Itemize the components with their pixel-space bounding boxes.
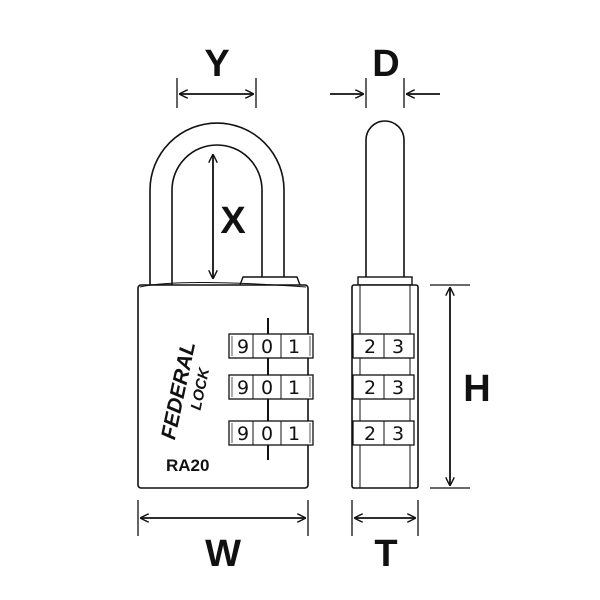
dimension-label-y: Y — [204, 43, 229, 85]
dial-digit: 0 — [261, 377, 273, 399]
dimension-label-x: X — [220, 200, 246, 242]
dimension-label-t: T — [374, 533, 397, 575]
front-dial-row: 9 0 1 — [228, 374, 314, 400]
dial-digit: 9 — [237, 377, 249, 399]
dimension-label-h: H — [463, 368, 490, 410]
dial-digit: 0 — [261, 336, 273, 358]
dial-digit: 3 — [392, 423, 404, 445]
dimension-t: T — [351, 500, 419, 575]
dial-digit: 3 — [392, 377, 404, 399]
dial-digit: 1 — [288, 377, 300, 399]
dimension-label-w: W — [205, 533, 241, 575]
dimension-d: D — [330, 43, 440, 108]
dial-digit: 2 — [364, 377, 376, 399]
dimension-y: Y — [176, 43, 257, 108]
model-label: RA20 — [166, 456, 209, 475]
front-view: 9 0 1 9 0 1 9 0 1 FEDERAL LOCK — [137, 122, 314, 489]
front-shackle-collar — [239, 276, 301, 286]
side-shackle-collar — [357, 276, 413, 286]
front-shackle — [149, 122, 285, 286]
dial-digit: 9 — [237, 423, 249, 445]
dial-digit: 2 — [364, 423, 376, 445]
front-dial-row: 9 0 1 — [228, 420, 314, 446]
dimension-h: H — [430, 284, 491, 489]
dial-digit: 0 — [261, 423, 273, 445]
side-dial-row: 2 3 — [352, 420, 415, 446]
dial-digit: 2 — [364, 336, 376, 358]
dial-digit: 1 — [288, 423, 300, 445]
side-dial-row: 2 3 — [352, 333, 415, 359]
side-shackle — [365, 120, 405, 277]
dimension-label-d: D — [372, 43, 399, 85]
dial-digit: 1 — [288, 336, 300, 358]
dimension-x: X — [213, 155, 246, 278]
side-dial-row: 2 3 — [352, 374, 415, 400]
dial-digit: 9 — [237, 336, 249, 358]
front-dial-row: 9 0 1 — [228, 333, 314, 359]
dial-digit: 3 — [392, 336, 404, 358]
dimension-w: W — [137, 500, 309, 575]
side-view: 2 3 2 3 2 3 — [351, 120, 419, 489]
